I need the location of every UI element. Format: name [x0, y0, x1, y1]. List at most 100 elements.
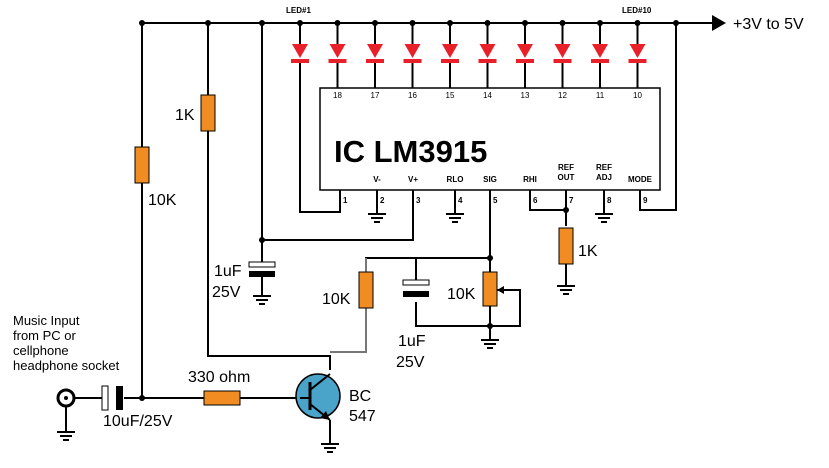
ic-top-pin-number: 12	[558, 91, 567, 100]
input-label-line4: headphone socket	[13, 358, 120, 373]
junction-dot	[334, 20, 341, 26]
led-first-label: LED#1	[286, 6, 311, 15]
junction-dot	[487, 255, 493, 261]
junction-dot	[634, 20, 641, 26]
wires	[74, 22, 712, 440]
led-cathode-bar	[441, 59, 459, 63]
led-cathode-bar	[591, 59, 609, 63]
junction-dot	[597, 20, 603, 26]
ic-top-pin-number: 15	[446, 91, 455, 100]
ic-top-pin-number: 16	[408, 91, 417, 100]
led-cathode-bar	[366, 59, 384, 63]
capacitor-1uf-left-plus-plate	[248, 261, 276, 268]
ic-bottom-pin-label: REF	[596, 163, 612, 172]
resistor-1k-ref	[558, 227, 574, 265]
wire-pot-wiper-loop	[490, 289, 521, 327]
resistor-10k-mid	[358, 271, 374, 309]
led-cathode-bar	[403, 59, 422, 63]
junction-dot	[447, 20, 453, 26]
wire-10k-to-collector	[330, 308, 367, 353]
ic-bottom-pin-number: 1	[343, 196, 348, 205]
capacitor-1uf-left-value: 1uF	[214, 263, 242, 280]
wire-mid-cap-bottom	[415, 302, 490, 327]
junction-dots	[139, 20, 679, 401]
wire-1k-to-collector	[207, 131, 331, 370]
ic-name: IC LM3915	[334, 134, 487, 169]
capacitor-1uf-mid-voltage: 25V	[396, 354, 425, 371]
led-icon	[629, 44, 646, 58]
junction-dot	[372, 20, 378, 26]
capacitor-10uf-minus-plate	[116, 386, 123, 410]
potentiometer-10k-label: 10K	[447, 286, 476, 303]
potentiometer-10k	[482, 271, 498, 307]
capacitor-1uf-left-minus-plate	[249, 271, 275, 277]
led-cathode-bar	[628, 59, 647, 63]
capacitor-1uf-mid-value: 1uF	[398, 333, 426, 350]
led-icon	[329, 44, 346, 58]
supply-label: +3V to 5V	[733, 16, 804, 33]
ic-bottom-pin-label: SIG	[483, 175, 497, 184]
junction-dot	[484, 20, 491, 26]
led-cathode-bar	[516, 59, 534, 63]
junction-dot	[139, 395, 145, 401]
transistor-body	[295, 373, 341, 419]
ic-bottom-pin-number: 8	[607, 196, 612, 205]
transistor-collector-lead	[309, 373, 331, 391]
resistor-330-label: 330 ohm	[188, 369, 250, 386]
led-icon	[554, 44, 571, 58]
ic-bottom-pin-number: 5	[493, 196, 498, 205]
junction-dot	[487, 323, 493, 329]
junction-dot	[259, 237, 265, 243]
transistor-label-line1: BC	[349, 388, 371, 405]
wire-pin6-7	[529, 190, 567, 211]
led-icon	[404, 44, 421, 58]
led-array	[291, 20, 647, 88]
ic-bottom-pin-number: 9	[643, 196, 648, 205]
led-cathode-bar	[291, 59, 309, 63]
led-icon	[442, 44, 458, 58]
input-label-line3: cellphone	[13, 343, 69, 358]
resistor-1k-left	[200, 94, 216, 132]
potentiometer-wiper-icon	[497, 286, 504, 294]
ic-bottom-pin-label: MODE	[628, 175, 653, 184]
resistor-10k-left-label: 10K	[148, 192, 177, 209]
ic-bottom-pin-label: OUT	[558, 173, 575, 182]
ic-bottom-pin-label: V+	[408, 175, 418, 184]
junction-dot	[673, 20, 679, 26]
supply-rail	[141, 22, 712, 398]
led-cathode-bar	[553, 59, 572, 63]
junction-dot	[559, 20, 566, 26]
wire-pin1	[299, 60, 341, 213]
resistor-10k-mid-label: 10K	[322, 291, 351, 308]
input-label-line2: from PC or	[13, 328, 77, 343]
ic-bottom-pin-number: 4	[458, 196, 463, 205]
led-icon	[517, 44, 533, 58]
ic-top-pin-number: 17	[371, 91, 380, 100]
ic-bottom-pin-label: RHI	[523, 175, 537, 184]
ic-bottom-pin-label: REF	[558, 163, 574, 172]
resistor-330	[203, 390, 241, 406]
led-cathode-bar	[328, 59, 347, 63]
led-last-label: LED#10	[622, 6, 652, 15]
ic-bottom-pin-label: ADJ	[596, 173, 612, 182]
transistor-emitter-arrow-icon	[320, 411, 330, 420]
led-cathode-bar	[478, 59, 497, 63]
ic-body	[319, 87, 661, 191]
capacitor-10uf-label: 10uF/25V	[103, 413, 173, 430]
supply-arrow-icon	[712, 15, 726, 31]
resistor-10k-left	[134, 146, 150, 184]
led-icon	[479, 44, 496, 58]
led-icon	[367, 44, 383, 58]
ic-bottom-pin-number: 6	[533, 196, 538, 205]
input-label-line1: Music Input	[13, 313, 80, 328]
ic-bottom-pin-number: 2	[380, 196, 385, 205]
wire-sig-branch	[365, 257, 490, 272]
ic-bottom-pin-number: 3	[416, 196, 421, 205]
junction-dot	[409, 20, 416, 26]
audio-jack-center	[64, 396, 68, 400]
resistor-1k-ref-label: 1K	[578, 243, 598, 260]
capacitor-1uf-left-voltage: 25V	[212, 284, 241, 301]
resistor-1k-left-label: 1K	[175, 107, 195, 124]
